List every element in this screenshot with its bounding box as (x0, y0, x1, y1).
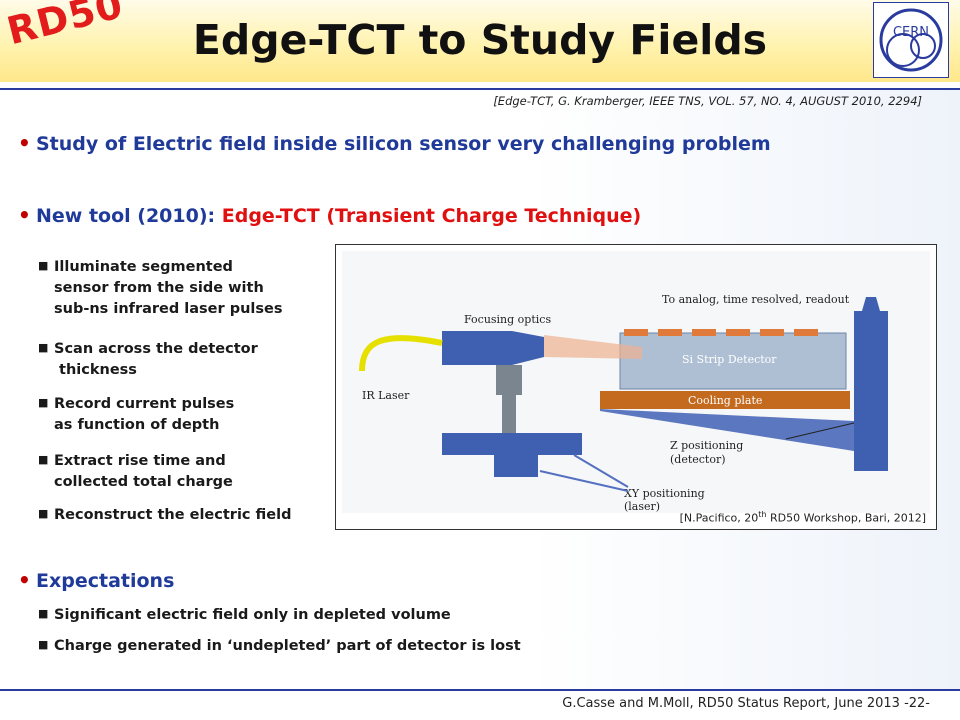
bullet-dot: • (18, 568, 31, 592)
xy-arrow-1 (573, 454, 629, 488)
footer-text: G.Casse and M.Moll, RD50 Status Report, … (562, 696, 930, 711)
square-bullet-icon: ■ (38, 341, 49, 354)
subitem-line: thickness (54, 362, 137, 378)
edge-tct-setup-figure: To analog, time resolved, readout Si Str… (335, 244, 937, 530)
subitem-line: collected total charge (54, 474, 233, 490)
setup-diagram: To analog, time resolved, readout Si Str… (342, 251, 930, 513)
subitem-line: Illuminate segmented (54, 259, 233, 275)
square-bullet-icon: ■ (38, 607, 49, 620)
subitem-line: Charge generated in ‘undepleted’ part of… (54, 638, 521, 654)
subitem-scan: ■ Scan across the detector thickness (38, 337, 258, 381)
bullet-study-text: Study of Electric field inside silicon s… (36, 133, 771, 155)
label-xy-positioning-sub: (laser) (624, 500, 660, 513)
caption-text: [N.Pacifico, 20 (679, 512, 759, 525)
si-strip-detector (619, 332, 847, 390)
bullet-dot: • (18, 131, 31, 155)
xy-stage (442, 433, 582, 455)
bullet-new-tool-prefix: New tool (2010): (36, 205, 222, 227)
square-bullet-icon: ■ (38, 259, 49, 272)
bullet-study: •Study of Electric field inside silicon … (18, 131, 771, 155)
caption-superscript: th (758, 510, 767, 520)
subitem-line: Reconstruct the electric field (54, 507, 292, 523)
square-bullet-icon: ■ (38, 638, 49, 651)
label-laser: IR Laser (362, 389, 410, 402)
subitem-record: ■ Record current pulses as function of de… (38, 392, 234, 436)
page-title: Edge-TCT to Study Fields (192, 16, 768, 64)
figure-caption: [N.Pacifico, 20th RD50 Workshop, Bari, 2… (680, 510, 926, 525)
subitem-line: as function of depth (54, 417, 220, 433)
label-cooling: Cooling plate (688, 394, 762, 407)
label-z-positioning: Z positioning (670, 439, 743, 452)
subitem-line: Extract rise time and (54, 453, 226, 469)
cooling-plate (600, 391, 850, 409)
bullet-dot: • (18, 203, 31, 227)
ir-laser-fiber (359, 335, 443, 372)
bullet-new-tool-highlight: Edge-TCT (Transient Charge Technique) (221, 205, 642, 227)
subitem-line: sensor from the side with (54, 280, 264, 296)
z-arrow (785, 422, 855, 440)
label-focusing: Focusing optics (464, 313, 551, 326)
square-bullet-icon: ■ (38, 453, 49, 466)
square-bullet-icon: ■ (38, 396, 49, 409)
subitem-line: Scan across the detector (54, 341, 258, 357)
bullet-new-tool: •New tool (2010): Edge-TCT (Transient Ch… (18, 203, 641, 227)
focusing-optics (442, 331, 512, 365)
reference-citation: [Edge-TCT, G. Kramberger, IEEE TNS, VOL.… (493, 94, 922, 108)
subitem-line: sub-ns infrared laser pulses (54, 301, 283, 317)
label-readout: To analog, time resolved, readout (662, 293, 850, 306)
cern-logo-text: CERN (893, 25, 929, 40)
xy-arrow-2 (539, 470, 629, 492)
header-band (0, 0, 960, 82)
square-bullet-icon: ■ (38, 507, 49, 520)
subitem-line: Record current pulses (54, 396, 235, 412)
subitem-illuminate: ■ Illuminate segmented sensor from the si… (38, 255, 283, 320)
label-z-positioning-sub: (detector) (670, 453, 726, 466)
subitem-expect-2: ■ Charge generated in ‘undepleted’ part o… (38, 634, 521, 657)
detector-strips (624, 329, 818, 336)
subitem-extract: ■ Extract rise time and collected total c… (38, 449, 233, 493)
header-divider (0, 88, 960, 90)
subitem-expect-1: ■ Significant electric field only in depl… (38, 603, 451, 626)
footer-divider (0, 689, 960, 691)
bullet-expectations: •Expectations (18, 568, 174, 592)
subitem-reconstruct: ■ Reconstruct the electric field (38, 503, 292, 526)
cern-logo: CERN (873, 2, 949, 78)
z-stage-column (854, 311, 888, 471)
laser-beam (544, 335, 642, 359)
label-xy-positioning: XY positioning (624, 487, 705, 500)
caption-text: RD50 Workshop, Bari, 2012] (766, 512, 926, 525)
subitem-line: Significant electric field only in deple… (54, 607, 451, 623)
bullet-expectations-text: Expectations (36, 570, 175, 592)
label-detector: Si Strip Detector (682, 353, 777, 366)
